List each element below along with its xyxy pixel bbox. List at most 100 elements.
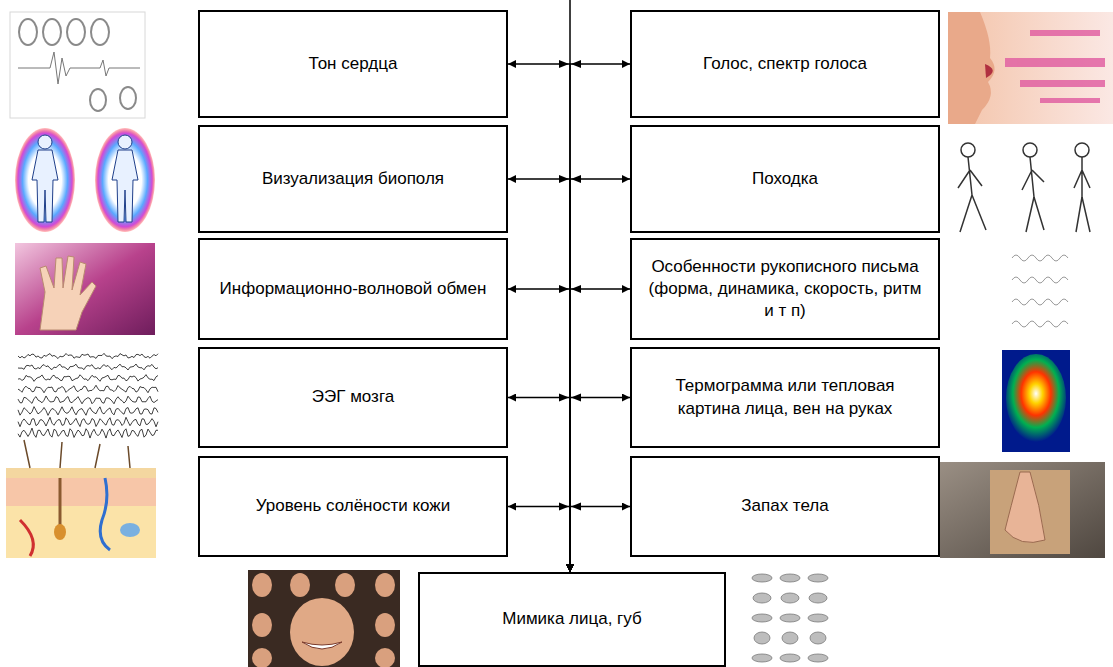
lips-picture (752, 614, 772, 622)
skin-picture (54, 524, 66, 540)
handwriting-picture (1012, 255, 1068, 327)
nose-picture (990, 470, 1070, 554)
heart-sound-picture (19, 19, 37, 45)
lips-picture (780, 574, 800, 582)
box-label: Информационно-волновой обмен (220, 278, 487, 300)
skin-picture (20, 520, 33, 556)
skin-picture (6, 478, 156, 506)
lips-picture (752, 574, 772, 582)
faces-picture (290, 573, 310, 597)
nose-picture (940, 462, 1105, 558)
gait-picture (1075, 143, 1089, 157)
process-box: Запах тела (630, 456, 940, 557)
voice-picture (1020, 80, 1105, 87)
connector-arrow (508, 398, 570, 573)
skin-picture (6, 468, 156, 478)
faces-picture (375, 613, 395, 637)
biofield-picture (95, 128, 155, 232)
hand-picture (15, 243, 155, 335)
box-label: Походка (752, 168, 818, 190)
faces-picture (252, 573, 272, 597)
biofield-picture (38, 135, 52, 149)
lips-picture (752, 654, 772, 662)
connector-arrow (570, 64, 630, 572)
connector-arrow (570, 289, 630, 572)
eeg-picture (18, 364, 158, 370)
eeg-picture (18, 407, 158, 416)
lips-picture (809, 593, 827, 603)
faces-picture (248, 570, 400, 667)
voice-picture (948, 12, 1113, 124)
biofield-picture (32, 150, 58, 222)
box-label: Голос, спектр голоса (703, 53, 867, 75)
box-label: ЭЭГ мозга (312, 386, 394, 408)
skin-picture (6, 506, 156, 558)
gait-picture (958, 143, 1090, 232)
skin-picture (6, 440, 156, 558)
voice-picture (1005, 58, 1105, 67)
skin-picture (59, 478, 62, 530)
faces-picture (252, 613, 272, 637)
gait-picture (958, 157, 986, 232)
process-box: ЭЭГ мозга (198, 347, 508, 448)
eeg-picture (18, 385, 158, 392)
lips-picture (752, 574, 828, 662)
hand-picture (15, 243, 155, 335)
skin-picture (24, 440, 130, 468)
eeg-picture (18, 428, 158, 438)
process-box: Информационно-волновой обмен (198, 238, 508, 340)
heart-sound-picture (10, 12, 145, 118)
eeg-picture (18, 375, 158, 382)
lips-picture (780, 654, 800, 662)
connector-arrow (570, 398, 630, 573)
handwriting-picture (1012, 255, 1068, 261)
nose-picture (940, 462, 1105, 558)
voice-picture (1040, 98, 1100, 103)
connector-arrow (508, 64, 570, 572)
process-box: Уровень солёности кожи (198, 456, 508, 557)
lips-picture (808, 574, 828, 582)
lips-picture (810, 632, 826, 644)
connector-arrow (508, 289, 570, 572)
gait-picture (1074, 157, 1090, 232)
voice-picture (985, 64, 993, 78)
lips-picture (808, 654, 828, 662)
heart-sound-picture (67, 19, 85, 45)
voice-picture (1030, 30, 1100, 36)
heart-sound-picture (90, 89, 106, 111)
process-box: Тон сердца (198, 10, 508, 118)
bus-line (569, 0, 571, 64)
box-label: Уровень солёности кожи (256, 495, 450, 517)
heart-sound-picture (18, 52, 140, 84)
handwriting-picture (1012, 277, 1068, 283)
heart-sound-picture (120, 87, 136, 109)
process-box: Походка (630, 125, 940, 233)
process-box: Голос, спектр голоса (630, 10, 940, 118)
process-box: Особенности рукописного письма (форма, д… (630, 238, 940, 340)
eeg-picture (18, 353, 158, 438)
faces-picture (302, 642, 342, 649)
connector-arrow (508, 507, 570, 573)
lips-picture (754, 632, 770, 644)
process-box: Термограмма или тепловая картина лица, в… (630, 347, 940, 448)
biofield-picture (15, 128, 155, 232)
biofield-picture (118, 135, 132, 149)
faces-picture (290, 598, 354, 666)
process-box: Визуализация биополя (198, 125, 508, 233)
faces-picture (375, 573, 395, 597)
biofield-picture (15, 128, 75, 232)
thermogram-picture (1002, 350, 1070, 452)
handwriting-picture (1012, 321, 1068, 327)
connector-arrow (570, 179, 630, 572)
biofield-picture (112, 150, 138, 222)
heart-sound-picture (43, 19, 61, 45)
box-label: Мимика лица, губ (502, 608, 642, 630)
box-label: Запах тела (741, 495, 828, 517)
faces-picture (335, 573, 355, 597)
eeg-picture (18, 353, 158, 358)
faces-picture (248, 570, 400, 667)
